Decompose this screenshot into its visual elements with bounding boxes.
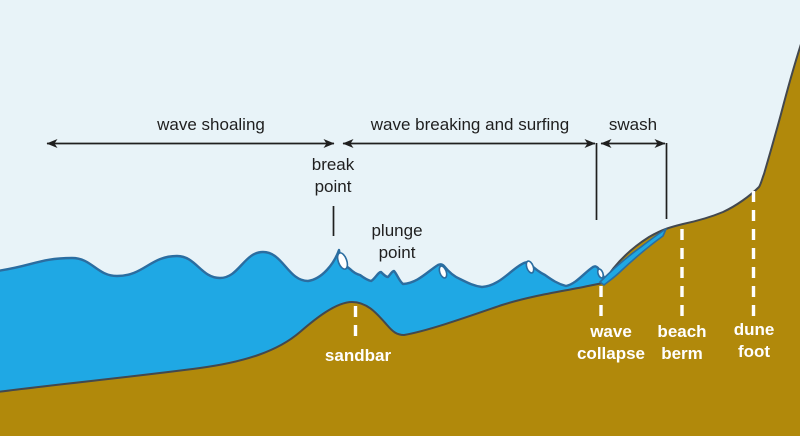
swash-label: swash [608, 115, 658, 134]
wave-collapse-label: wave collapse [576, 322, 646, 363]
sandbar-label: sandbar [324, 346, 392, 365]
plunging-wave-curl-icon [336, 252, 349, 270]
plunge-point-label: plunge point [371, 221, 423, 262]
swash-water-film [599, 228, 667, 286]
breaking-wave-curl-icon [525, 260, 535, 274]
sand-beach-dune-shape [0, 43, 800, 436]
break-point-label: break point [311, 155, 355, 196]
breaking-wave-curl-icon [438, 265, 448, 279]
beach-berm-label: beach berm [657, 322, 707, 363]
wave-shoaling-label: wave shoaling [157, 115, 265, 134]
wave-breaking-label: wave breaking and surfing [370, 115, 570, 134]
collapsing-wave-curl-icon [596, 268, 605, 279]
dune-foot-label: dune foot [733, 320, 775, 361]
